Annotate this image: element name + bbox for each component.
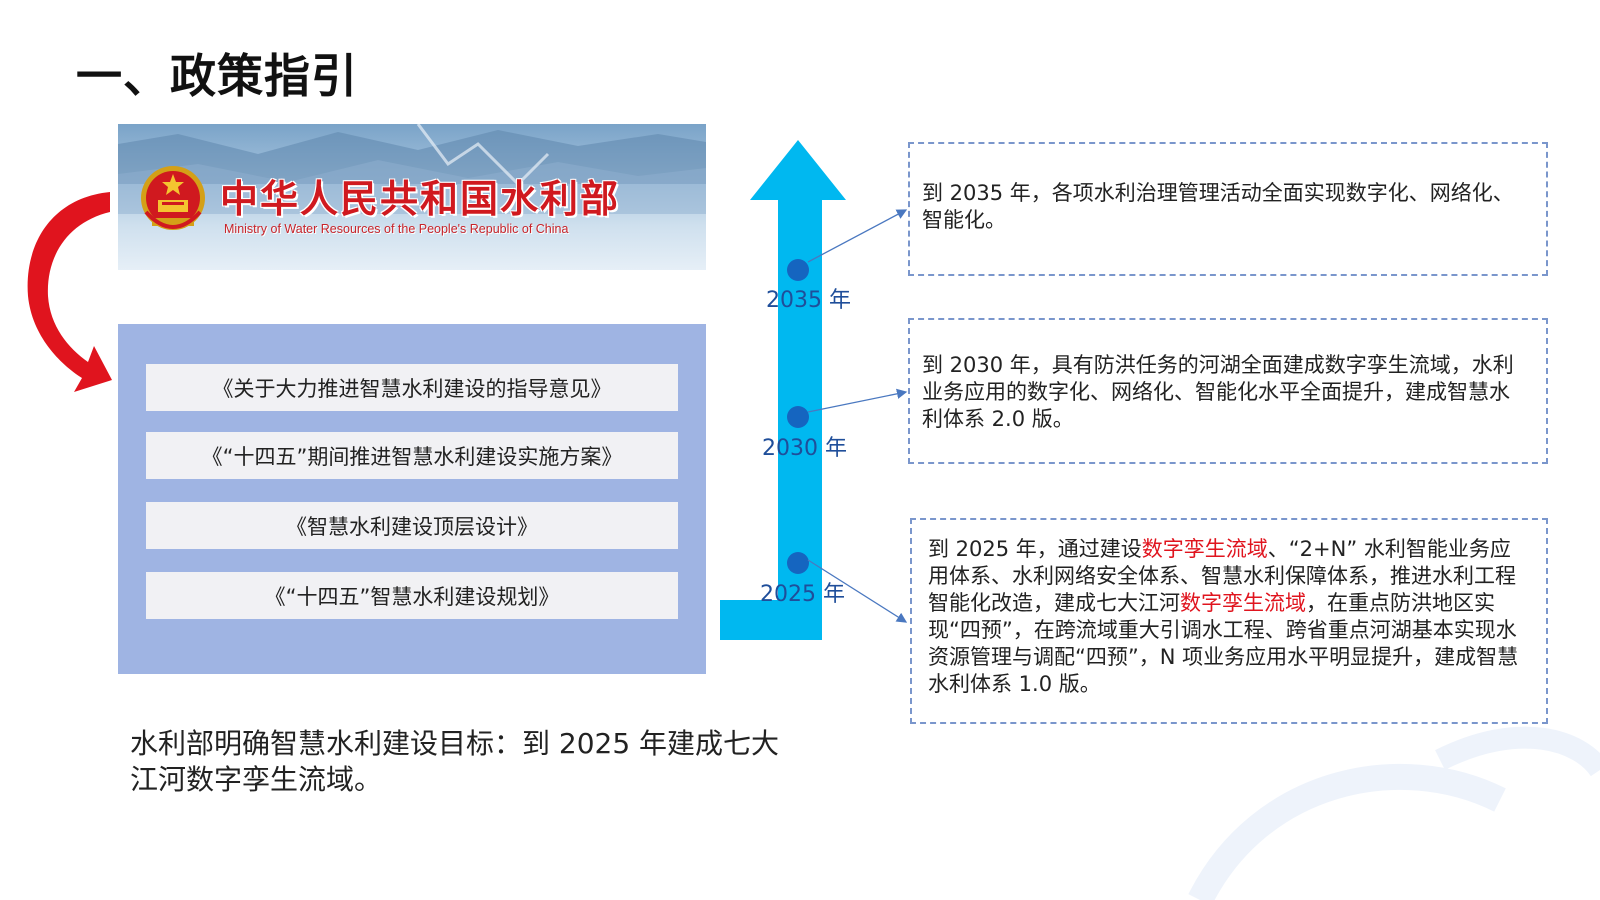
ministry-english-name: Ministry of Water Resources of the Peopl… (224, 222, 569, 236)
connector-2035 (807, 209, 908, 263)
document-item-1: 《关于大力推进智慧水利建设的指导意见》 (146, 364, 678, 411)
goal-2025-highlight-1: 数字孪生流域 (1141, 537, 1268, 561)
summary-text: 水利部明确智慧水利建设目标：到 2025 年建成七大江河数字孪生流域。 (130, 727, 780, 796)
timeline-dot-2030 (787, 406, 809, 428)
timeline-dot-2025 (787, 552, 809, 574)
goal-box-2035: 到 2035 年，各项水利治理管理活动全面实现数字化、网络化、智能化。 (908, 142, 1548, 276)
document-item-3: 《智慧水利建设顶层设计》 (146, 502, 678, 549)
goal-text-2025: 到 2025 年，通过建设数字孪生流域、“2+N” 水利智能业务应用体系、水利网… (928, 536, 1530, 698)
timeline-dot-2035 (787, 259, 809, 281)
goal-2025-highlight-2: 数字孪生流域 (1180, 591, 1306, 615)
goal-2025-part-1: 到 2025 年，通过建设 (928, 537, 1142, 561)
ministry-chinese-name: 中华人民共和国水利部 (220, 177, 621, 221)
goal-box-2025: 到 2025 年，通过建设数字孪生流域、“2+N” 水利智能业务应用体系、水利网… (910, 518, 1548, 724)
connector-lines (807, 209, 908, 623)
goal-2025-part-2: 、“2+N” 水利智能业务应用体系、水利网络安全体系、智慧水利保障体系，推进水利… (928, 537, 1516, 615)
policy-documents-panel: 《关于大力推进智慧水利建设的指导意见》 《“十四五”期间推进智慧水利建设实施方案… (118, 324, 706, 674)
goal-text-2030: 到 2030 年，具有防洪任务的河湖全面建成数字孪生流域，水利业务应用的数字化、… (922, 353, 1514, 431)
goal-box-2030: 到 2030 年，具有防洪任务的河湖全面建成数字孪生流域，水利业务应用的数字化、… (908, 318, 1548, 464)
year-label-2025: 2025 年 (760, 582, 845, 607)
document-item-4: 《“十四五”智慧水利建设规划》 (146, 572, 678, 619)
timeline-arrow (720, 140, 846, 640)
goal-2025-part-3: ，在重点防洪地区实现“四预”，在跨流域重大引调水工程、跨省重点河湖基本实现水资源… (928, 591, 1519, 696)
decorative-curves (1188, 726, 1600, 900)
connector-2025 (807, 559, 908, 623)
page-title: 一、政策指引 (76, 49, 358, 103)
connector-2030 (807, 388, 908, 413)
curved-arrow-icon (27, 192, 112, 392)
year-label-2030: 2030 年 (762, 436, 847, 461)
ministry-banner: 中华人民共和国水利部 Ministry of Water Resources o… (118, 124, 706, 270)
national-emblem-icon (141, 166, 205, 230)
goal-text-2035: 到 2035 年，各项水利治理管理活动全面实现数字化、网络化、智能化。 (922, 181, 1514, 232)
landscape-background (118, 124, 706, 214)
year-label-2035: 2035 年 (766, 288, 851, 313)
document-item-2: 《“十四五”期间推进智慧水利建设实施方案》 (146, 432, 678, 479)
